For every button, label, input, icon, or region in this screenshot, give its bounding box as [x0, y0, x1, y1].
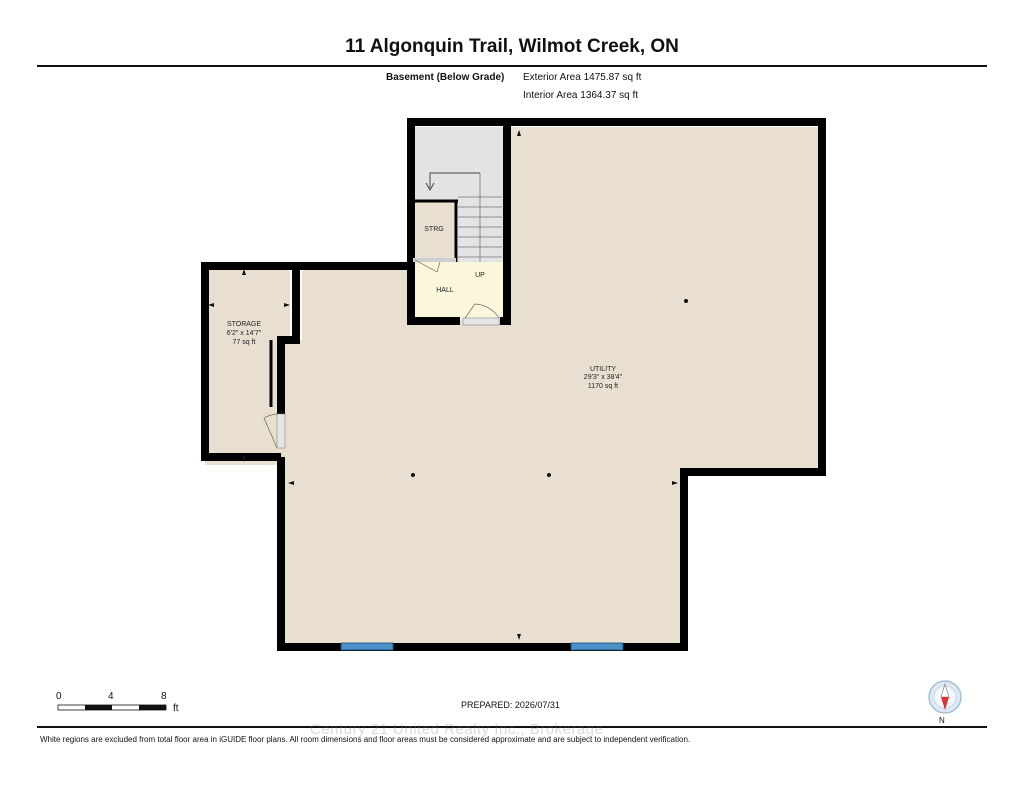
stair-area — [413, 127, 505, 202]
utility-floor — [281, 127, 818, 646]
utility-area: 1170 sq ft — [588, 383, 618, 390]
door-strg — [414, 259, 441, 273]
strg-name: STRG — [424, 226, 443, 233]
scale-label-0: 0 — [56, 691, 62, 702]
footer-rule — [37, 726, 987, 728]
door-storage — [263, 413, 286, 449]
window-left — [340, 642, 394, 651]
storage-area: 77 sq ft — [233, 339, 256, 346]
window-right — [570, 642, 624, 651]
scale-label-4: 4 — [108, 691, 114, 702]
scale-bar — [57, 704, 167, 711]
storage-name: STORAGE — [227, 321, 261, 328]
stair-treads — [458, 173, 502, 262]
exterior-area: Exterior Area 1475.87 sq ft — [523, 72, 642, 83]
point-markers — [411, 299, 688, 477]
storage-dims: 6'2" x 14'7" — [227, 330, 262, 337]
compass-icon — [928, 680, 962, 714]
dimension-arrows — [208, 130, 678, 640]
compass-label: N — [939, 716, 945, 725]
scale-label-8: 8 — [161, 691, 167, 702]
stair-arrowhead-icon — [425, 182, 435, 192]
utility-dims: 29'3" x 38'4" — [584, 374, 623, 381]
page-title: 11 Algonquin Trail, Wilmot Creek, ON — [345, 36, 679, 57]
utility-name: UTILITY — [590, 366, 616, 373]
hall-name: HALL — [436, 287, 454, 294]
stair-arrow-icon — [429, 172, 480, 188]
brokerage-watermark: Century 21 United Realty Inc., Brokerage — [310, 721, 604, 738]
interior-walls — [269, 199, 458, 407]
stairs-up-label: UP — [475, 272, 485, 279]
storage-floor — [205, 265, 290, 465]
disclaimer-text: White regions are excluded from total fl… — [40, 735, 691, 744]
hall-floor — [415, 262, 505, 320]
prepared-date: PREPARED: 2026/07/31 — [461, 700, 560, 710]
door-hall — [462, 303, 500, 326]
stair-area-lower — [458, 195, 505, 262]
strg-floor — [415, 202, 456, 260]
scale-unit: ft — [173, 703, 179, 714]
header-rule — [37, 65, 987, 67]
interior-area: Interior Area 1364.37 sq ft — [523, 90, 639, 101]
level-label: Basement (Below Grade) — [386, 72, 505, 83]
